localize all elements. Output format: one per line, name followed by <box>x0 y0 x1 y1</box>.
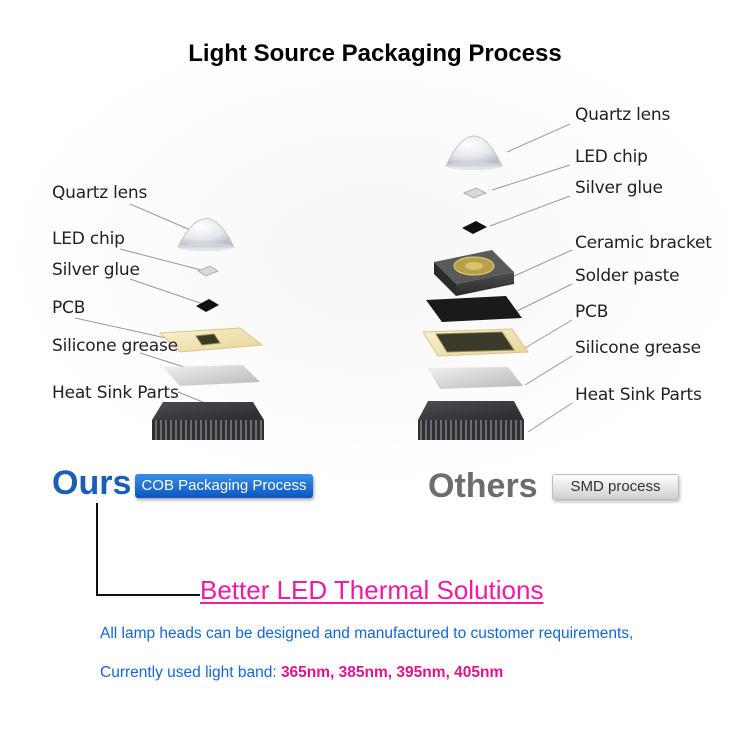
left-led-chip <box>196 265 220 277</box>
right-label-silver-glue: Silver glue <box>575 178 663 198</box>
left-label-silicone-grease: Silicone grease <box>52 336 178 356</box>
left-leader-lines <box>74 203 211 406</box>
page-title: Light Source Packaging Process <box>188 40 562 67</box>
right-label-solder-paste: Solder paste <box>575 266 680 286</box>
right-silver-glue <box>462 221 487 234</box>
left-quartz-lens <box>177 218 235 248</box>
left-silicone-grease <box>163 365 260 386</box>
right-label-silicone-grease: Silicone grease <box>575 338 701 358</box>
right-leader-lines <box>489 123 573 433</box>
customization-note: All lamp heads can be designed and manuf… <box>100 625 634 642</box>
right-led-chip <box>462 187 488 199</box>
right-label-led-chip: LED chip <box>575 147 648 167</box>
background-glow <box>0 60 750 490</box>
left-silver-glue <box>196 299 219 312</box>
right-heat-sink-fins <box>418 420 524 440</box>
left-label-led-chip: LED chip <box>52 229 125 249</box>
others-heading: Others <box>428 467 538 505</box>
right-label-ceramic-bracket: Ceramic bracket <box>575 233 712 253</box>
left-label-heat-sink: Heat Sink Parts <box>52 383 179 403</box>
left-heat-sink-fins <box>152 420 264 440</box>
right-stack <box>418 135 529 440</box>
connector-line <box>96 503 200 596</box>
right-label-heat-sink: Heat Sink Parts <box>575 385 702 405</box>
smd-process-badge: SMD process <box>552 474 679 500</box>
right-quartz-lens <box>445 135 503 167</box>
light-band-prefix: Currently used light band: <box>100 664 281 681</box>
cob-process-badge: COB Packaging Process <box>135 474 313 498</box>
right-label-pcb: PCB <box>575 302 609 322</box>
right-solder-paste <box>426 296 522 322</box>
ours-heading: Ours <box>52 464 132 502</box>
left-label-quartz-lens: Quartz lens <box>52 183 148 203</box>
left-label-pcb: PCB <box>52 298 86 318</box>
thermal-solutions-headline: Better LED Thermal Solutions <box>200 575 544 605</box>
left-label-silver-glue: Silver glue <box>52 260 140 280</box>
right-heat-sink-top <box>418 401 524 420</box>
light-band-values: 365nm, 385nm, 395nm, 405nm <box>280 664 504 681</box>
right-label-quartz-lens: Quartz lens <box>575 105 671 125</box>
right-silicone-grease <box>428 367 523 389</box>
light-band-note: Currently used light band: 365nm, 385nm,… <box>100 664 503 682</box>
left-stack <box>152 218 264 440</box>
left-heat-sink-top <box>152 402 264 420</box>
